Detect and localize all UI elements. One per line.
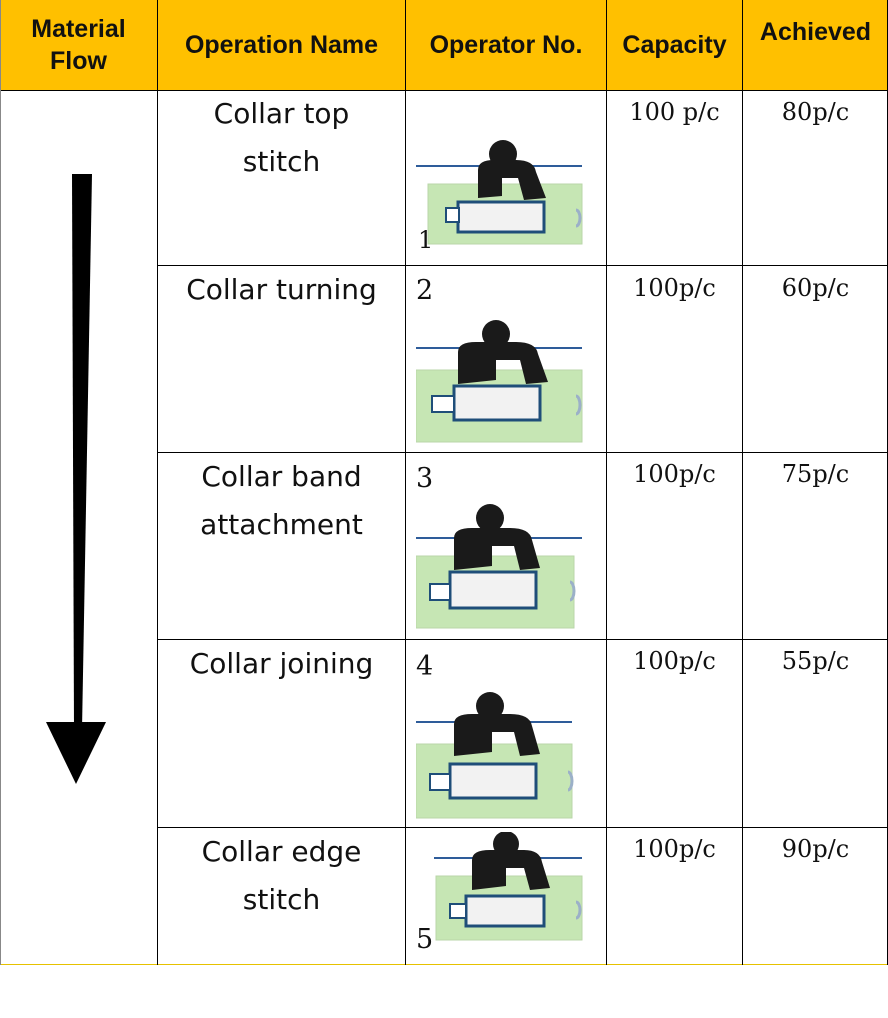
operator-number-4: 4 (416, 651, 434, 682)
capacity-5: 100p/c (633, 835, 716, 863)
achieved-4: 55p/c (781, 647, 850, 675)
achieved-1: 80p/c (781, 98, 850, 126)
operation-name-4: Collar joining (189, 647, 374, 680)
operator-at-sewing-machine-icon (434, 832, 583, 941)
capacity-2: 100p/c (633, 274, 716, 302)
header-capacity: Capacity (607, 0, 742, 90)
header-operation-name: Operation Name (158, 0, 405, 90)
achieved-5: 90p/c (781, 835, 850, 863)
operator-at-sewing-machine-icon (416, 320, 583, 443)
operation-name-5: Collar edge stitch (201, 835, 362, 916)
capacity-4: 100p/c (633, 647, 716, 675)
header-achieved: Achieved (743, 0, 888, 90)
capacity-1: 100 p/c (629, 98, 720, 126)
operator-at-sewing-machine-icon (416, 692, 574, 819)
operation-name-2: Collar turning (186, 273, 377, 306)
operations-table: Material Flow Operation Name Operator No… (0, 0, 888, 965)
operator-at-sewing-machine-icon (416, 504, 582, 629)
operator-at-sewing-machine-icon (416, 140, 583, 245)
down-arrow-icon (46, 174, 106, 784)
operator-number-3: 3 (416, 463, 434, 494)
achieved-2: 60p/c (781, 274, 850, 302)
operator-number-5: 5 (416, 924, 434, 955)
header-operator-no: Operator No. (406, 0, 606, 90)
operator-number-1: 1 (418, 226, 434, 254)
capacity-3: 100p/c (633, 460, 716, 488)
operation-name-1: Collar top stitch (213, 97, 350, 178)
achieved-3: 75p/c (781, 460, 850, 488)
operator-number-2: 2 (416, 275, 434, 306)
operation-name-3: Collar band attachment (200, 460, 363, 541)
header-material-flow: Material Flow (0, 0, 157, 90)
